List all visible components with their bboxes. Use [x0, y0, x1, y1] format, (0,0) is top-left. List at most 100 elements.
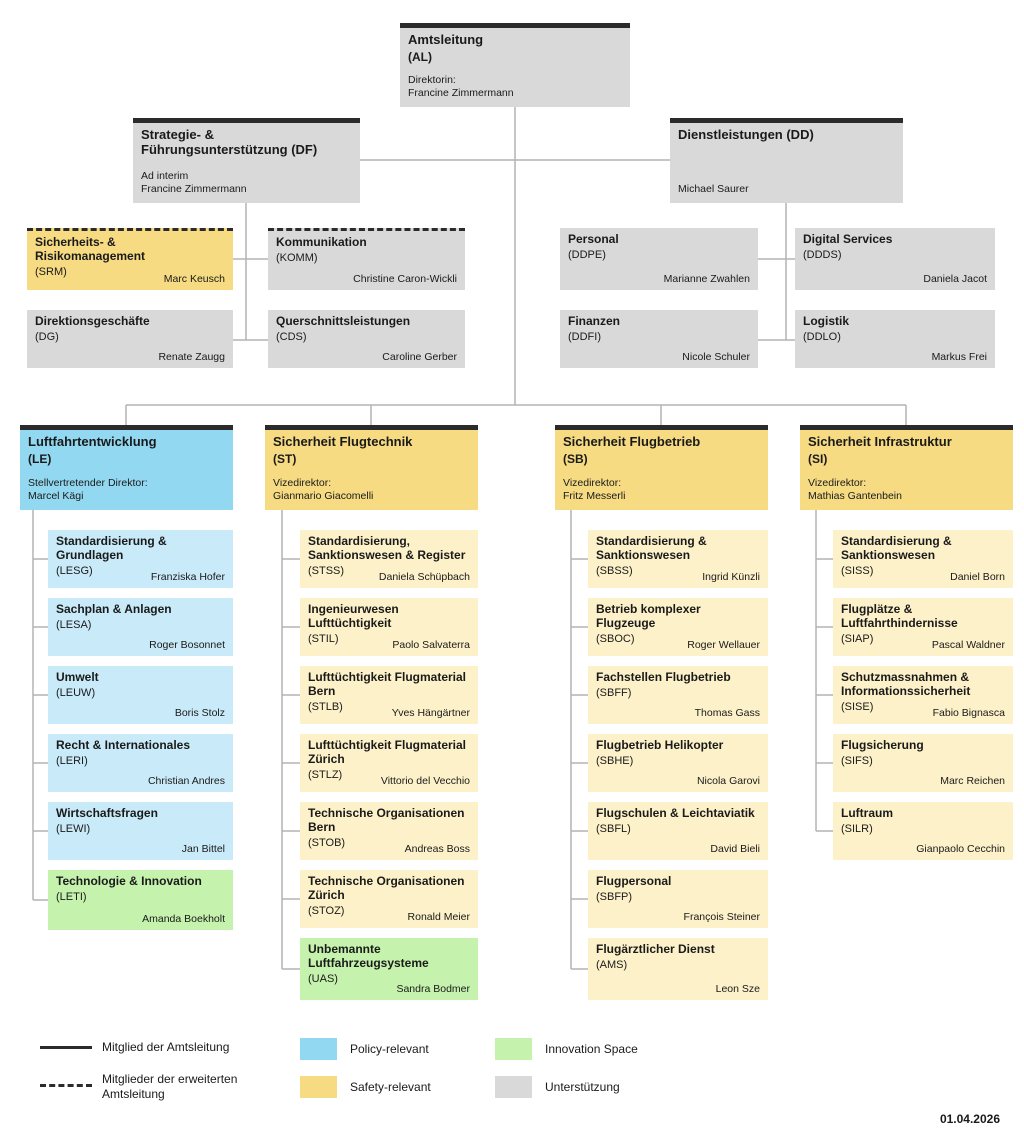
unit-code: (AMS): [596, 958, 628, 971]
unit-person: Amanda Boekholt: [142, 913, 225, 925]
unit-person: Franziska Hofer: [150, 571, 225, 583]
unit-box-sise: Schutzmassnahmen & Informationssicherhei…: [833, 666, 1013, 724]
org-box-ddds: Digital Services (DDDS) Daniela Jacot: [795, 228, 995, 290]
unit-code: (LEWI): [56, 822, 91, 835]
director-role: Vizedirektor:: [808, 476, 867, 489]
division-title: Luftfahrtentwicklung: [28, 434, 157, 449]
unit-box-lewi: Wirtschaftsfragen (LEWI) Jan Bittel: [48, 802, 233, 860]
unit-title: Recht & Internationales: [56, 738, 191, 752]
unit-box-lesg: Standardisierung & Grundlagen (LESG) Fra…: [48, 530, 233, 588]
legend-swatch-policy: [300, 1038, 337, 1060]
unit-title: Standardisierung & Sanktionswesen: [596, 534, 707, 562]
box-person: Daniela Jacot: [923, 273, 987, 285]
unit-person: Paolo Salvaterra: [392, 639, 470, 651]
box-title: Direktionsgeschäfte: [35, 314, 150, 328]
division-title: Sicherheit Flugtechnik: [273, 434, 413, 449]
org-box-ddlo: Logistik (DDLO) Markus Frei: [795, 310, 995, 368]
division-director: Vizedirektor: Gianmario Giacomelli: [273, 477, 373, 504]
unit-title: Flugschulen & Leichtaviatik: [596, 806, 755, 820]
legend-safety-label: Safety-relevant: [350, 1080, 431, 1094]
director-name: Michael Saurer: [678, 183, 749, 196]
unit-box-sbss: Standardisierung & Sanktionswesen (SBSS)…: [588, 530, 768, 588]
unit-box-ams: Flugärztlicher Dienst (AMS) Leon Sze: [588, 938, 768, 1000]
unit-title: Technologie & Innovation: [56, 874, 202, 888]
unit-box-sbff: Fachstellen Flugbetrieb (SBFF) Thomas Ga…: [588, 666, 768, 724]
unit-person: Marc Reichen: [940, 775, 1005, 787]
legend-swatch-safety: [300, 1076, 337, 1098]
unit-person: François Steiner: [683, 911, 760, 923]
box-code: (AL): [408, 49, 432, 64]
unit-person: Gianpaolo Cecchin: [916, 843, 1005, 855]
unit-code: (LERI): [56, 754, 88, 767]
unit-title: Flugsicherung: [841, 738, 924, 752]
box-director: Direktorin: Francine Zimmermann: [408, 74, 514, 101]
unit-title: Ingenieurwesen Lufttüchtigkeit: [308, 602, 399, 630]
division-header-si: Sicherheit Infrastruktur (SI) Vizedirekt…: [800, 425, 1013, 510]
unit-box-sbfp: Flugpersonal (SBFP) François Steiner: [588, 870, 768, 928]
unit-code: (SIAP): [841, 632, 874, 645]
legend-support-label: Unterstützung: [545, 1080, 620, 1094]
unit-code: (SBFF): [596, 686, 632, 699]
unit-person: Christian Andres: [147, 775, 225, 787]
unit-title: Schutzmassnahmen & Informationssicherhei…: [841, 670, 971, 698]
director-name: Marcel Kägi: [28, 490, 84, 503]
unit-code: (SILR): [841, 822, 873, 835]
unit-title: Betrieb komplexer Flugzeuge: [596, 602, 701, 630]
division-title: Sicherheit Flugbetrieb: [563, 434, 701, 449]
legend-dashed-line: [40, 1084, 92, 1087]
org-box-df: Strategie- & Führungsunterstützung (DF) …: [133, 118, 360, 203]
unit-title: Flugpersonal: [596, 874, 672, 888]
legend-solid-label: Mitglied der Amtsleitung: [102, 1040, 230, 1054]
legend-swatch-support: [495, 1076, 532, 1098]
unit-title: Technische Organisationen Zürich: [308, 874, 465, 902]
unit-code: (SBSS): [596, 564, 633, 577]
date-stamp: 01.04.2026: [939, 1112, 1000, 1126]
box-code: (DDFI): [568, 330, 601, 343]
unit-code: (UAS): [308, 972, 338, 985]
unit-title: Technische Organisationen Bern: [308, 806, 465, 834]
unit-person: Roger Bosonnet: [149, 639, 225, 651]
unit-code: (SBOC): [596, 632, 635, 645]
unit-box-stss: Standardisierung, Sanktionswesen & Regis…: [300, 530, 478, 588]
org-box-srm: Sicherheits- & Risikomanagement (SRM) Ma…: [27, 228, 233, 290]
unit-code: (LESA): [56, 618, 92, 631]
unit-title: Wirtschaftsfragen: [56, 806, 158, 820]
division-code: (ST): [273, 451, 297, 466]
unit-box-sboc: Betrieb komplexer Flugzeuge (SBOC) Roger…: [588, 598, 768, 656]
unit-code: (STIL): [308, 632, 339, 645]
box-code: (SRM): [35, 265, 67, 278]
unit-title: Standardisierung & Grundlagen: [56, 534, 167, 562]
unit-box-lesa: Sachplan & Anlagen (LESA) Roger Bosonnet: [48, 598, 233, 656]
unit-title: Standardisierung, Sanktionswesen & Regis…: [308, 534, 466, 562]
division-title: Sicherheit Infrastruktur: [808, 434, 952, 449]
director-role: Stellvertretender Direktor:: [28, 476, 148, 489]
director-name: Gianmario Giacomelli: [273, 490, 374, 503]
unit-person: Leon Sze: [715, 983, 760, 995]
unit-title: Standardisierung & Sanktionswesen: [841, 534, 952, 562]
unit-person: Nicola Garovi: [696, 775, 760, 787]
org-box-dg: Direktionsgeschäfte (DG) Renate Zaugg: [27, 310, 233, 368]
unit-person: Ingrid Künzli: [702, 571, 760, 583]
unit-box-leri: Recht & Internationales (LERI) Christian…: [48, 734, 233, 792]
director-role: Direktorin:: [408, 73, 456, 86]
box-title: Sicherheits- & Risikomanagement: [35, 235, 146, 263]
box-code: (DDPE): [568, 248, 606, 261]
box-person: Marc Keusch: [163, 273, 225, 285]
unit-box-stoz: Technische Organisationen Zürich (STOZ) …: [300, 870, 478, 928]
box-director: Michael Saurer: [678, 183, 749, 197]
box-person: Marianne Zwahlen: [663, 273, 750, 285]
director-name: Mathias Gantenbein: [808, 490, 902, 503]
unit-code: (LETI): [56, 890, 87, 903]
box-director: Ad interim Francine Zimmermann: [141, 170, 247, 197]
unit-title: Flugplätze & Luftfahrthindernisse: [841, 602, 958, 630]
unit-box-sbfl: Flugschulen & Leichtaviatik (SBFL) David…: [588, 802, 768, 860]
unit-box-leti: Technologie & Innovation (LETI) Amanda B…: [48, 870, 233, 930]
division-code: (LE): [28, 451, 52, 466]
unit-code: (STSS): [308, 564, 345, 577]
unit-box-silr: Luftraum (SILR) Gianpaolo Cecchin: [833, 802, 1013, 860]
division-code: (SI): [808, 451, 828, 466]
unit-box-stob: Technische Organisationen Bern (STOB) An…: [300, 802, 478, 860]
unit-title: Umwelt: [56, 670, 99, 684]
division-header-st: Sicherheit Flugtechnik (ST) Vizedirektor…: [265, 425, 478, 510]
